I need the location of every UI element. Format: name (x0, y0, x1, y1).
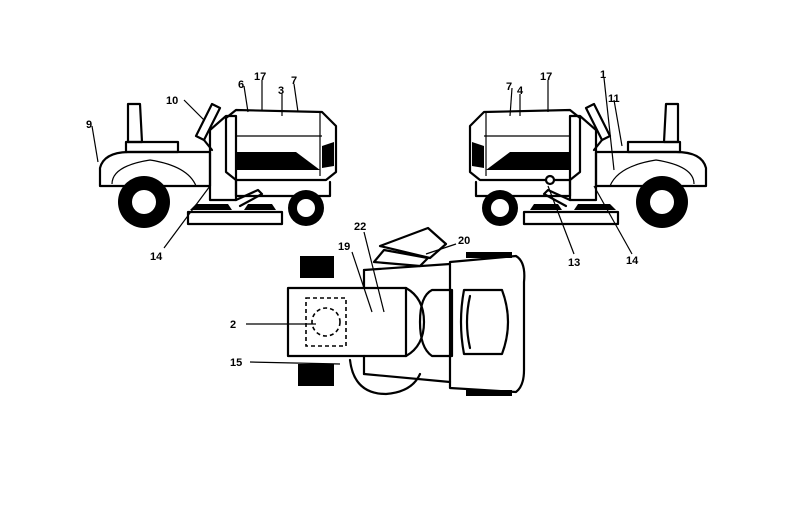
front-wheel-top-left-lower (298, 364, 334, 386)
callout-2: 2 (230, 319, 236, 331)
callout-17-right: 17 (540, 71, 552, 83)
rear-body-top (418, 288, 454, 358)
callout-20: 20 (458, 235, 470, 247)
steering-wheel (194, 102, 222, 142)
callout-6: 6 (238, 79, 244, 91)
callout-numbers: 9 10 6 17 3 7 14 7 4 17 1 11 13 14 22 19… (86, 69, 639, 369)
leader-lines (91, 77, 633, 365)
callout-17-left: 17 (254, 71, 266, 83)
seat-back (126, 102, 144, 144)
callout-7-right: 7 (506, 81, 512, 93)
top-view-tractor (286, 226, 526, 396)
rear-fender (98, 150, 212, 188)
right-side-view-tractor (468, 102, 708, 228)
callout-10: 10 (166, 95, 178, 107)
callout-4: 4 (517, 85, 524, 97)
engine-outline (305, 297, 347, 347)
seat (124, 140, 180, 154)
callout-9: 9 (86, 119, 92, 131)
seat-top (459, 288, 510, 356)
callout-11: 11 (608, 93, 620, 105)
hood (224, 108, 338, 182)
rear-wheel-top (466, 252, 512, 258)
callout-19: 19 (338, 241, 350, 253)
front-wheel-top-left (300, 256, 334, 278)
callout-14-right: 14 (626, 255, 639, 267)
dash-top (378, 226, 448, 260)
callout-14-left: 14 (150, 251, 163, 263)
callout-13: 13 (568, 257, 580, 269)
dash-panel (208, 114, 238, 202)
rear-wheel-top-lower (466, 390, 512, 396)
callout-22: 22 (354, 221, 366, 233)
callout-7-left: 7 (291, 75, 297, 87)
rear-fender-top (448, 254, 526, 394)
callout-15: 15 (230, 357, 242, 369)
callout-3: 3 (278, 85, 284, 97)
mower-deck (186, 210, 284, 226)
callout-1: 1 (600, 69, 606, 81)
left-side-view-tractor (98, 102, 338, 228)
